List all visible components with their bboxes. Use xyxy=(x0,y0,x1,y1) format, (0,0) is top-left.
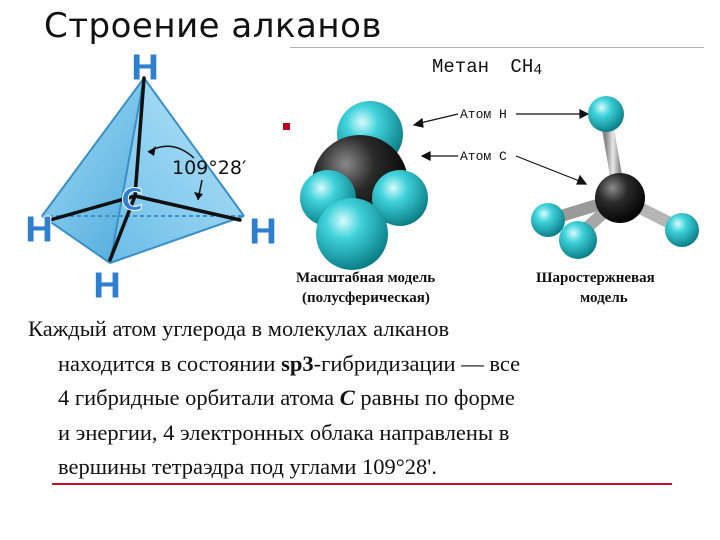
body-line-4: и энергии, 4 электронных облака направле… xyxy=(58,419,510,445)
methane-name: Метан xyxy=(432,56,489,78)
spacefill-caption-line2: (полусферическая) xyxy=(302,290,430,306)
bullet-marker xyxy=(283,123,290,130)
hybridization-term: sp3 xyxy=(281,350,314,376)
spacefill-model xyxy=(300,101,428,270)
title-divider xyxy=(290,47,704,48)
body-line-2-part-a: находится в состоянии xyxy=(58,350,282,376)
bond-top xyxy=(133,76,146,198)
body-paragraph: Каждый атом углерода в молекулах алканов… xyxy=(28,312,718,485)
atom-h-left-label: H xyxy=(24,210,54,251)
methane-formula-subscript: 4 xyxy=(533,62,542,79)
atom-h-callout: Атом Н xyxy=(460,107,507,122)
body-line-2-part-b: -гибридизации — все xyxy=(313,350,521,376)
ballstick-caption-line2: модель xyxy=(580,290,628,306)
bond-bottom xyxy=(108,194,137,262)
bond-right xyxy=(133,194,242,222)
methane-models-diagram: Метан CH4 Атом Н Атом С Масштабная мод xyxy=(296,56,699,306)
atom-c-label: C xyxy=(121,183,143,218)
slide-title: Строение алканов xyxy=(44,6,382,46)
atom-c-callout: Атом С xyxy=(460,149,507,164)
body-line-1: Каждый атом углерода в молекулах алканов xyxy=(28,316,450,341)
tetrahedron-diagram: 109°28′ H H H H C xyxy=(24,48,279,308)
body-line-3-part-a: 4 гибридные орбитали атома xyxy=(58,385,340,410)
accent-underline xyxy=(52,483,672,485)
svg-text:Метан CH4: Метан CH4 xyxy=(432,56,542,79)
atom-h-bottom-label: H xyxy=(92,266,122,307)
methane-formula: CH xyxy=(510,56,533,78)
atom-h-right-label: H xyxy=(248,212,278,253)
body-line-3-part-b: равны по форме xyxy=(354,385,515,410)
bond-left xyxy=(48,194,137,222)
spacefill-caption-line1: Масштабная модель xyxy=(296,270,435,286)
ballstick-model xyxy=(531,96,699,259)
carbon-symbol: C xyxy=(339,385,355,410)
body-line-2: находится в состоянии sp3-гибридизации —… xyxy=(28,347,718,382)
body-line-3: 4 гибридные орбитали атома C равны по фо… xyxy=(28,381,718,416)
angle-label: 109°28′ xyxy=(172,157,246,179)
atom-h-top-label: H xyxy=(130,48,160,89)
body-line-5: вершины тетраэдра под углами 109°28'. xyxy=(58,454,437,479)
ballstick-caption-line1: Шаростержневая xyxy=(536,270,655,286)
